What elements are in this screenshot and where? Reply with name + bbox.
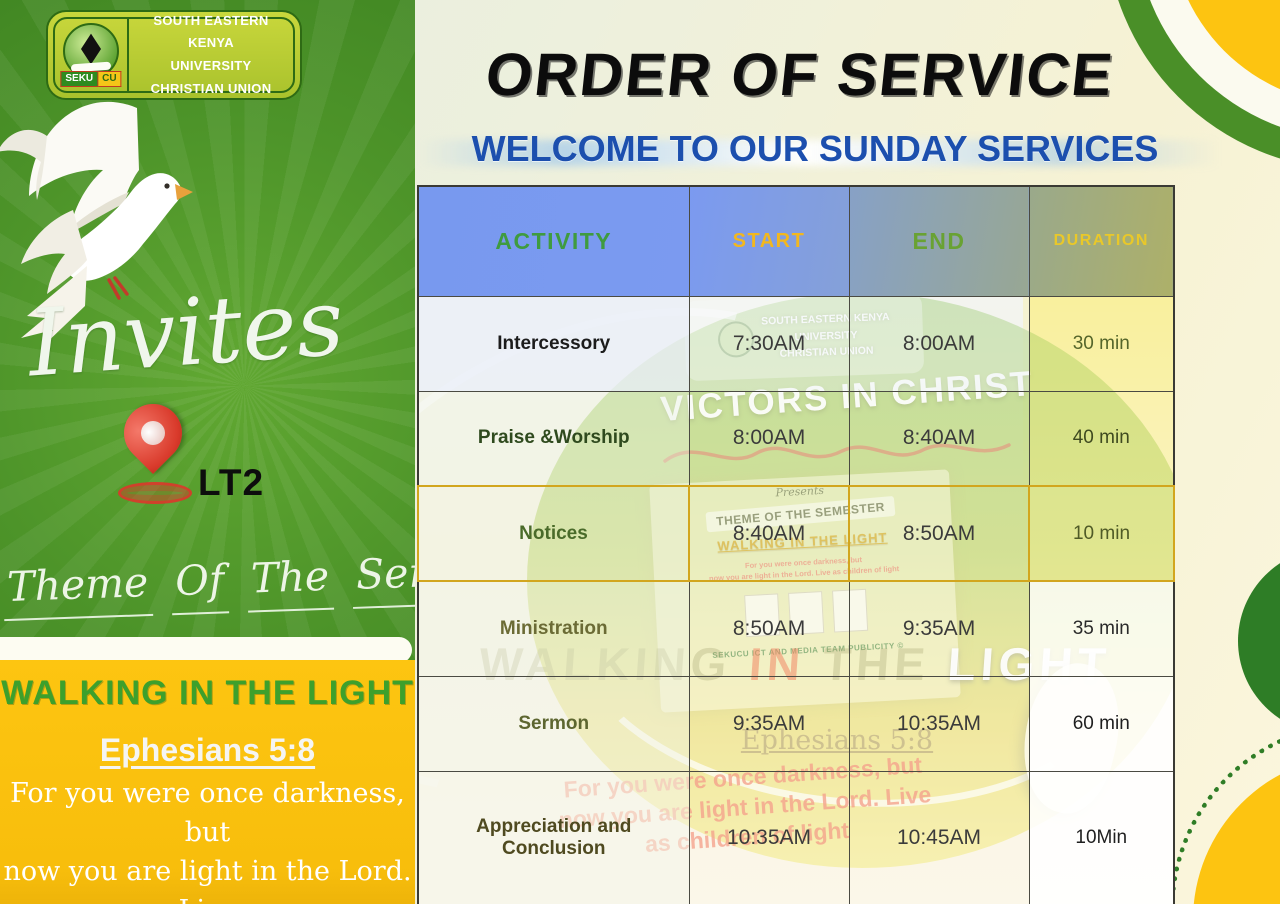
activity-cell: Praise &Worship: [417, 390, 690, 487]
duration-cell: 40 min: [1028, 390, 1175, 487]
end-cell: 10:35AM: [848, 675, 1030, 772]
activity-cell: Notices: [417, 485, 690, 582]
venue-label: LT2: [198, 462, 265, 503]
seku-cu-badge: SEKU CU: [60, 71, 122, 87]
start-cell: 8:00AM: [688, 390, 850, 487]
seku-emblem-icon: [63, 23, 119, 79]
duration-cell: 35 min: [1028, 580, 1175, 677]
column-header-activity: ACTIVITY: [417, 185, 690, 297]
logo-text-line: SOUTH EASTERN KENYA: [153, 12, 269, 51]
start-cell: 8:40AM: [688, 485, 850, 582]
column-header-duration: DURATION: [1028, 185, 1175, 297]
duration-cell: 30 min: [1028, 295, 1175, 392]
logo-text-line: UNIVERSITY: [170, 58, 252, 73]
end-cell: 10:45AM: [848, 770, 1030, 904]
start-cell: 7:30AM: [688, 295, 850, 392]
activity-cell: Intercessory: [417, 295, 690, 392]
end-cell: 8:00AM: [848, 295, 1030, 392]
order-of-service-table: ACTIVITY START END DURATION Intercessory…: [417, 185, 1175, 904]
start-cell: 9:35AM: [688, 675, 850, 772]
table-row: Sermon 9:35AM 10:35AM 60 min: [417, 675, 1175, 772]
verse-reference: Ephesians 5:8: [99, 732, 316, 768]
theme-word: Semester: [351, 543, 415, 609]
table-row: Praise &Worship 8:00AM 8:40AM 40 min: [417, 390, 1175, 487]
duration-cell: 10Min: [1028, 770, 1175, 904]
badge-cu: CU: [98, 71, 122, 87]
table-row: Ministration 8:50AM 9:35AM 35 min: [417, 580, 1175, 677]
end-cell: 8:50AM: [848, 485, 1030, 582]
table-row: Intercessory 7:30AM 8:00AM 30 min: [417, 295, 1175, 392]
duration-cell: 60 min: [1028, 675, 1175, 772]
badge-seku: SEKU: [60, 71, 99, 87]
white-divider-band: [0, 637, 412, 663]
theme-word: Theme: [2, 557, 154, 622]
verse-line: now you are light in the Lord. Live: [3, 856, 412, 904]
table-header-row: ACTIVITY START END DURATION: [417, 185, 1175, 297]
dove-image: [0, 101, 193, 348]
table-row: Notices 8:40AM 8:50AM 10 min: [417, 485, 1175, 582]
activity-cell: Ministration: [417, 580, 690, 677]
light-flare: [420, 140, 1220, 166]
end-cell: 9:35AM: [848, 580, 1030, 677]
page-subtitle: WELCOME TO OUR SUNDAY SERVICES: [471, 128, 1159, 169]
logo-inner-frame: SEKU CU SOUTH EASTERN KENYA UNIVERSITY C…: [53, 13, 295, 96]
logo-text: SOUTH EASTERN KENYA UNIVERSITY CHRISTIAN…: [129, 10, 293, 101]
schedule-sheet: SOUTH EASTERN KENYA UNIVERSITY CHRISTIAN…: [417, 185, 1175, 904]
start-cell: 10:35AM: [688, 770, 850, 904]
graduation-cap-icon: [80, 33, 102, 65]
end-cell: 8:40AM: [848, 390, 1030, 487]
column-header-end: END: [848, 185, 1030, 297]
column-header-start: START: [688, 185, 850, 297]
page-title: ORDER OF SERVICE: [482, 41, 1118, 108]
duration-cell: 10 min: [1028, 485, 1175, 582]
theme-title: WALKING IN THE LIGHT: [1, 674, 414, 712]
table-row: Appreciation and Conclusion 10:35AM 10:4…: [417, 770, 1175, 904]
theme-word: Of: [170, 555, 230, 616]
theme-word: The: [246, 551, 335, 613]
activity-cell: Sermon: [417, 675, 690, 772]
location-pin-ripple: [118, 482, 192, 504]
verse-line: For you were once darkness, but: [10, 778, 405, 849]
theme-panel: WALKING IN THE LIGHT Ephesians 5:8 For y…: [0, 660, 415, 904]
logo-emblem-wrap: SEKU CU: [55, 19, 129, 91]
logo-text-line: CHRISTIAN UNION: [150, 80, 272, 96]
verse-text: For you were once darkness, but now you …: [0, 774, 415, 904]
start-cell: 8:50AM: [688, 580, 850, 677]
activity-cell: Appreciation and Conclusion: [417, 770, 690, 904]
left-panel: SEKU CU SOUTH EASTERN KENYA UNIVERSITY C…: [0, 0, 415, 904]
university-logo-card: SEKU CU SOUTH EASTERN KENYA UNIVERSITY C…: [46, 10, 302, 100]
